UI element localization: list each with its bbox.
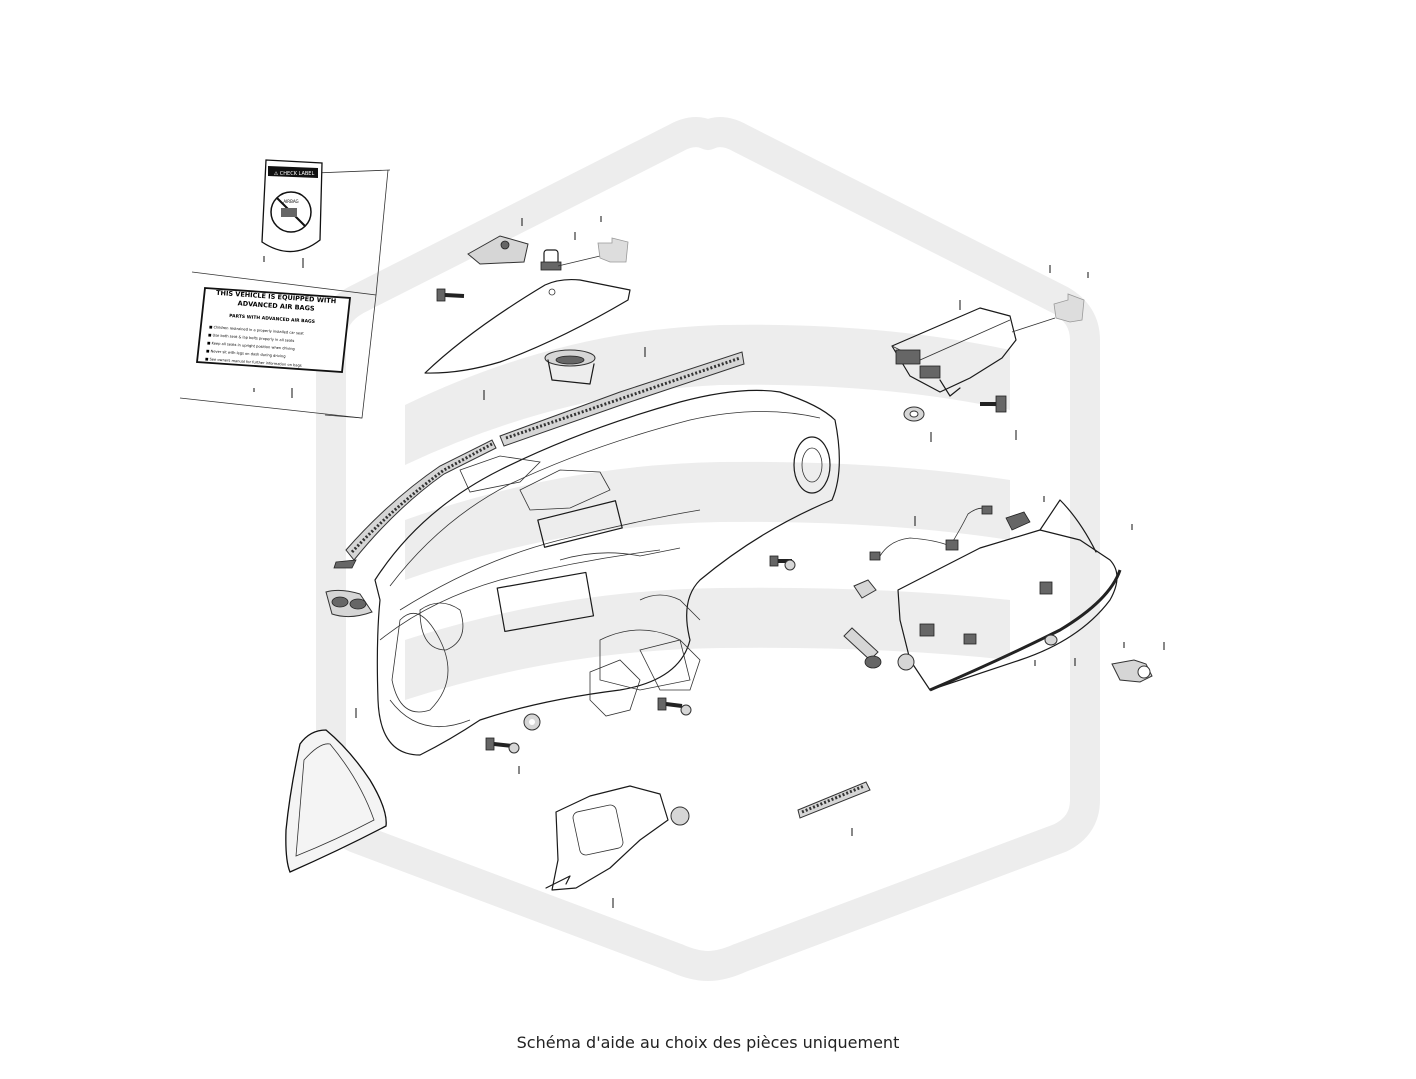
bolt <box>436 288 465 302</box>
center-bolt <box>769 555 796 571</box>
warning-sticker-icon-text: AIRBAG <box>283 199 298 204</box>
windshield-side-strip <box>333 439 497 569</box>
airbag-label-line-5: ■ See owners manual for further informat… <box>205 357 302 368</box>
airbag-label-line-1: ■ Children restrained in a properly inst… <box>209 325 305 336</box>
lower-grommet <box>523 713 541 731</box>
wiring-harness <box>869 505 1031 561</box>
airbag-nut <box>903 406 932 442</box>
top-cover-panel <box>424 278 631 400</box>
diagram-caption: Schéma d'aide au choix des pièces unique… <box>516 1033 900 1052</box>
instrument-cluster <box>325 589 373 618</box>
airbag-label-line-2: ■ Use both seat & lap belts properly in … <box>208 333 295 343</box>
trim-clip-top <box>467 218 529 265</box>
dashboard-frame <box>374 389 840 756</box>
sticker-frame-line <box>179 397 363 419</box>
airbag-warning-icon: AIRBAG <box>270 191 312 233</box>
lock-cylinder <box>843 627 915 671</box>
airbag-label-line-3: ■ Keep all seats in upright position whe… <box>207 341 295 351</box>
sticker-frame-line <box>191 271 377 419</box>
glovebox-latch <box>1034 634 1153 683</box>
airbag-label-subtitle: PARTS WITH ADVANCED AIR BAGS <box>229 313 315 325</box>
airbag-bolt <box>980 395 1017 440</box>
lower-vent-grille <box>797 781 871 836</box>
steering-column-bracket <box>545 785 690 908</box>
glovebox-clip <box>853 579 877 599</box>
lower-bolt <box>485 737 520 774</box>
defrost-grille-strip <box>499 351 745 447</box>
sticker-frame-line <box>375 169 389 296</box>
sunload-sensor <box>540 216 629 271</box>
passenger-airbag-module <box>891 265 1089 397</box>
airbag-warning-sticker: ⚠ CHECK LABEL AIRBAG <box>261 159 391 268</box>
airbag-label-line-4: ■ Never sit with legs on dash during dri… <box>206 349 286 359</box>
speaker-grille <box>544 347 646 385</box>
glovebox-assembly <box>897 499 1122 692</box>
dash-support-bracket <box>589 639 701 717</box>
airbag-info-label: THIS VEHICLE IS EQUIPPED WITH ADVANCED A… <box>196 287 351 398</box>
dash-end-cap <box>285 708 387 873</box>
lower-bolt <box>657 697 692 716</box>
watermark-logo-icon <box>316 117 1100 981</box>
warning-sticker-header: ⚠ CHECK LABEL <box>274 171 315 177</box>
